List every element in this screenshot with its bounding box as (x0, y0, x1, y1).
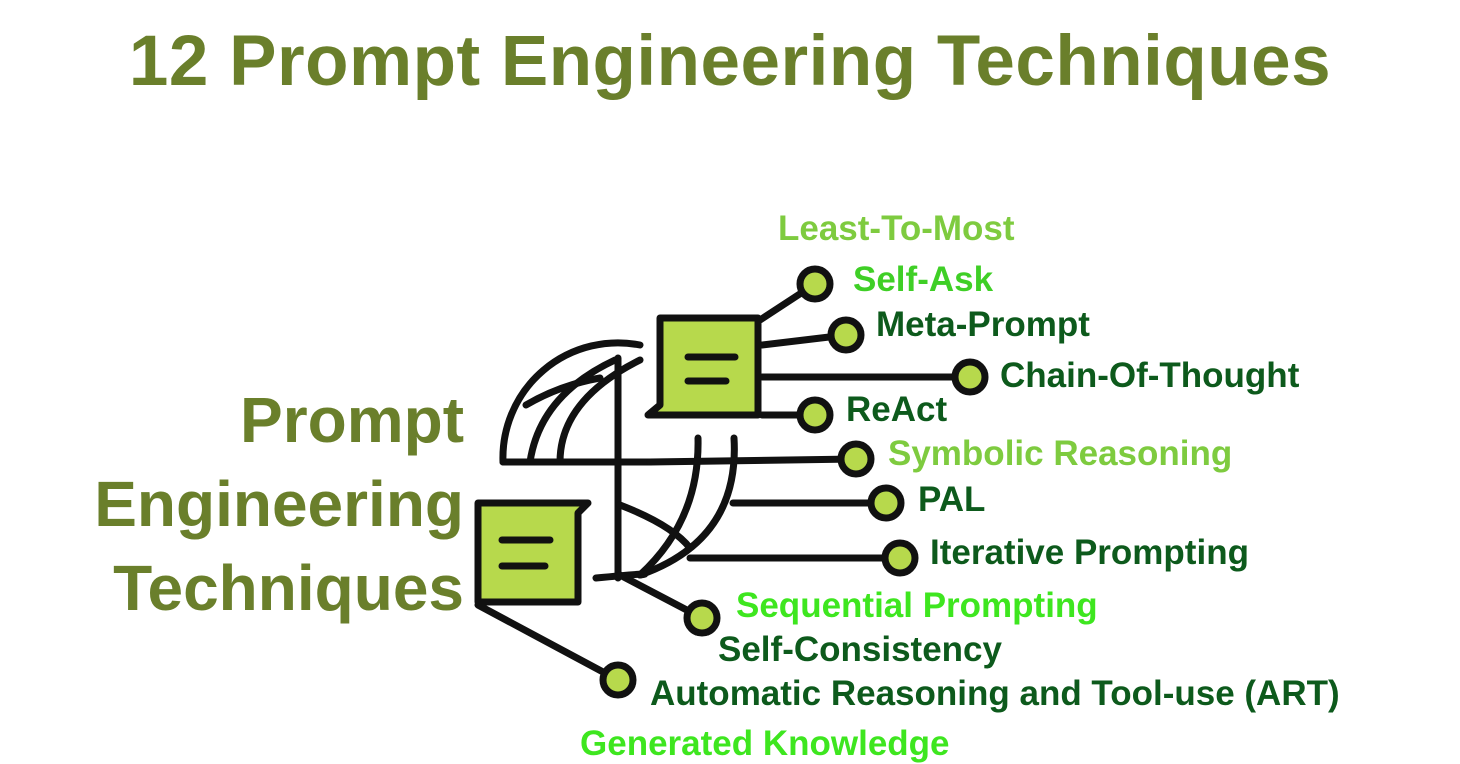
node-iterative-prompting (881, 539, 919, 577)
technique-meta-prompt: Meta-Prompt (876, 305, 1090, 344)
technique-sequential-prompting: Sequential Prompting (736, 586, 1098, 625)
node-react (796, 396, 834, 434)
node-chain-of-thought (951, 358, 989, 396)
center-label-line-2: Engineering (94, 468, 464, 540)
chat-bubble-icon-bottom (474, 499, 592, 606)
technique-iterative-prompting: Iterative Prompting (930, 533, 1249, 572)
technique-self-ask: Self-Ask (853, 260, 994, 299)
center-label: Prompt Engineering Techniques (94, 378, 464, 630)
technique-react: ReAct (846, 390, 948, 429)
technique-pal: PAL (918, 480, 986, 519)
center-label-line-3: Techniques (113, 552, 464, 624)
nodes (599, 265, 989, 699)
technique-chain-of-thought: Chain-Of-Thought (1000, 356, 1300, 395)
chat-bubble-icon-top (644, 314, 762, 419)
center-label-line-1: Prompt (240, 384, 464, 456)
node-meta-prompt (827, 316, 865, 354)
node-self-consistency (683, 599, 721, 637)
technique-self-consistency: Self-Consistency (718, 630, 1002, 669)
technique-least-to-most: Least-To-Most (778, 209, 1015, 248)
node-self-ask (796, 265, 834, 303)
technique-generated-knowledge: Generated Knowledge (580, 724, 950, 763)
technique-art: Automatic Reasoning and Tool-use (ART) (650, 674, 1340, 713)
node-pal (867, 484, 905, 522)
globe-icon (499, 339, 738, 582)
node-symbolic-reasoning (837, 440, 875, 478)
technique-symbolic-reasoning: Symbolic Reasoning (888, 434, 1233, 473)
node-art (599, 661, 637, 699)
page-title: 12 Prompt Engineering Techniques (128, 22, 1332, 101)
